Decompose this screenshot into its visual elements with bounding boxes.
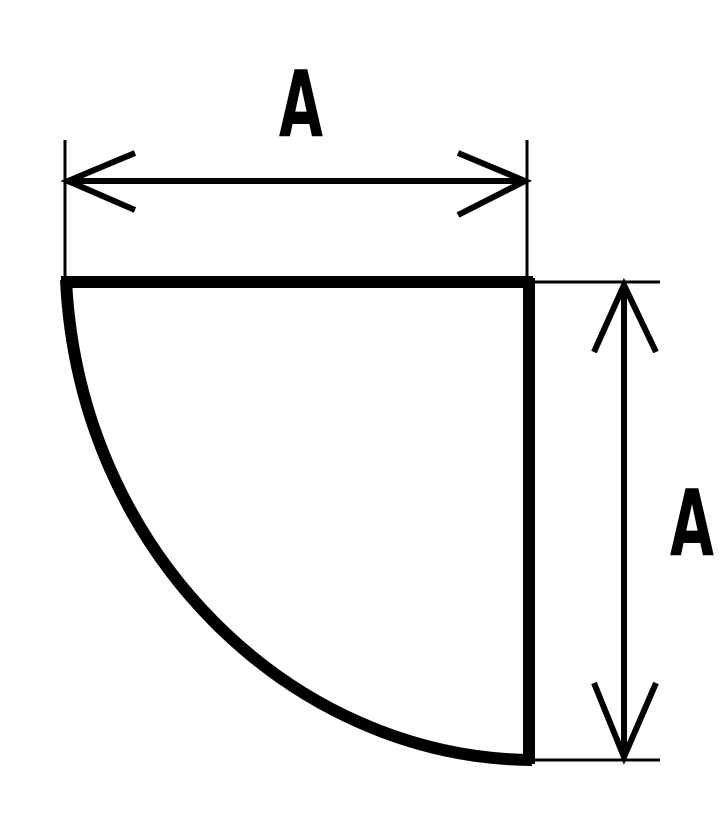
arrowhead-top [591,277,659,354]
arc-edge [60,279,533,766]
arrowhead-bottom [591,681,659,765]
horizontal-dimension [60,140,533,276]
vertical-dimension [533,277,660,765]
width-dimension-label: A [279,52,323,159]
height-dimension-label: A [670,471,714,578]
arrowhead-right [456,150,533,218]
arrowhead-left [60,150,137,213]
quarter-circle-shape [60,276,535,766]
